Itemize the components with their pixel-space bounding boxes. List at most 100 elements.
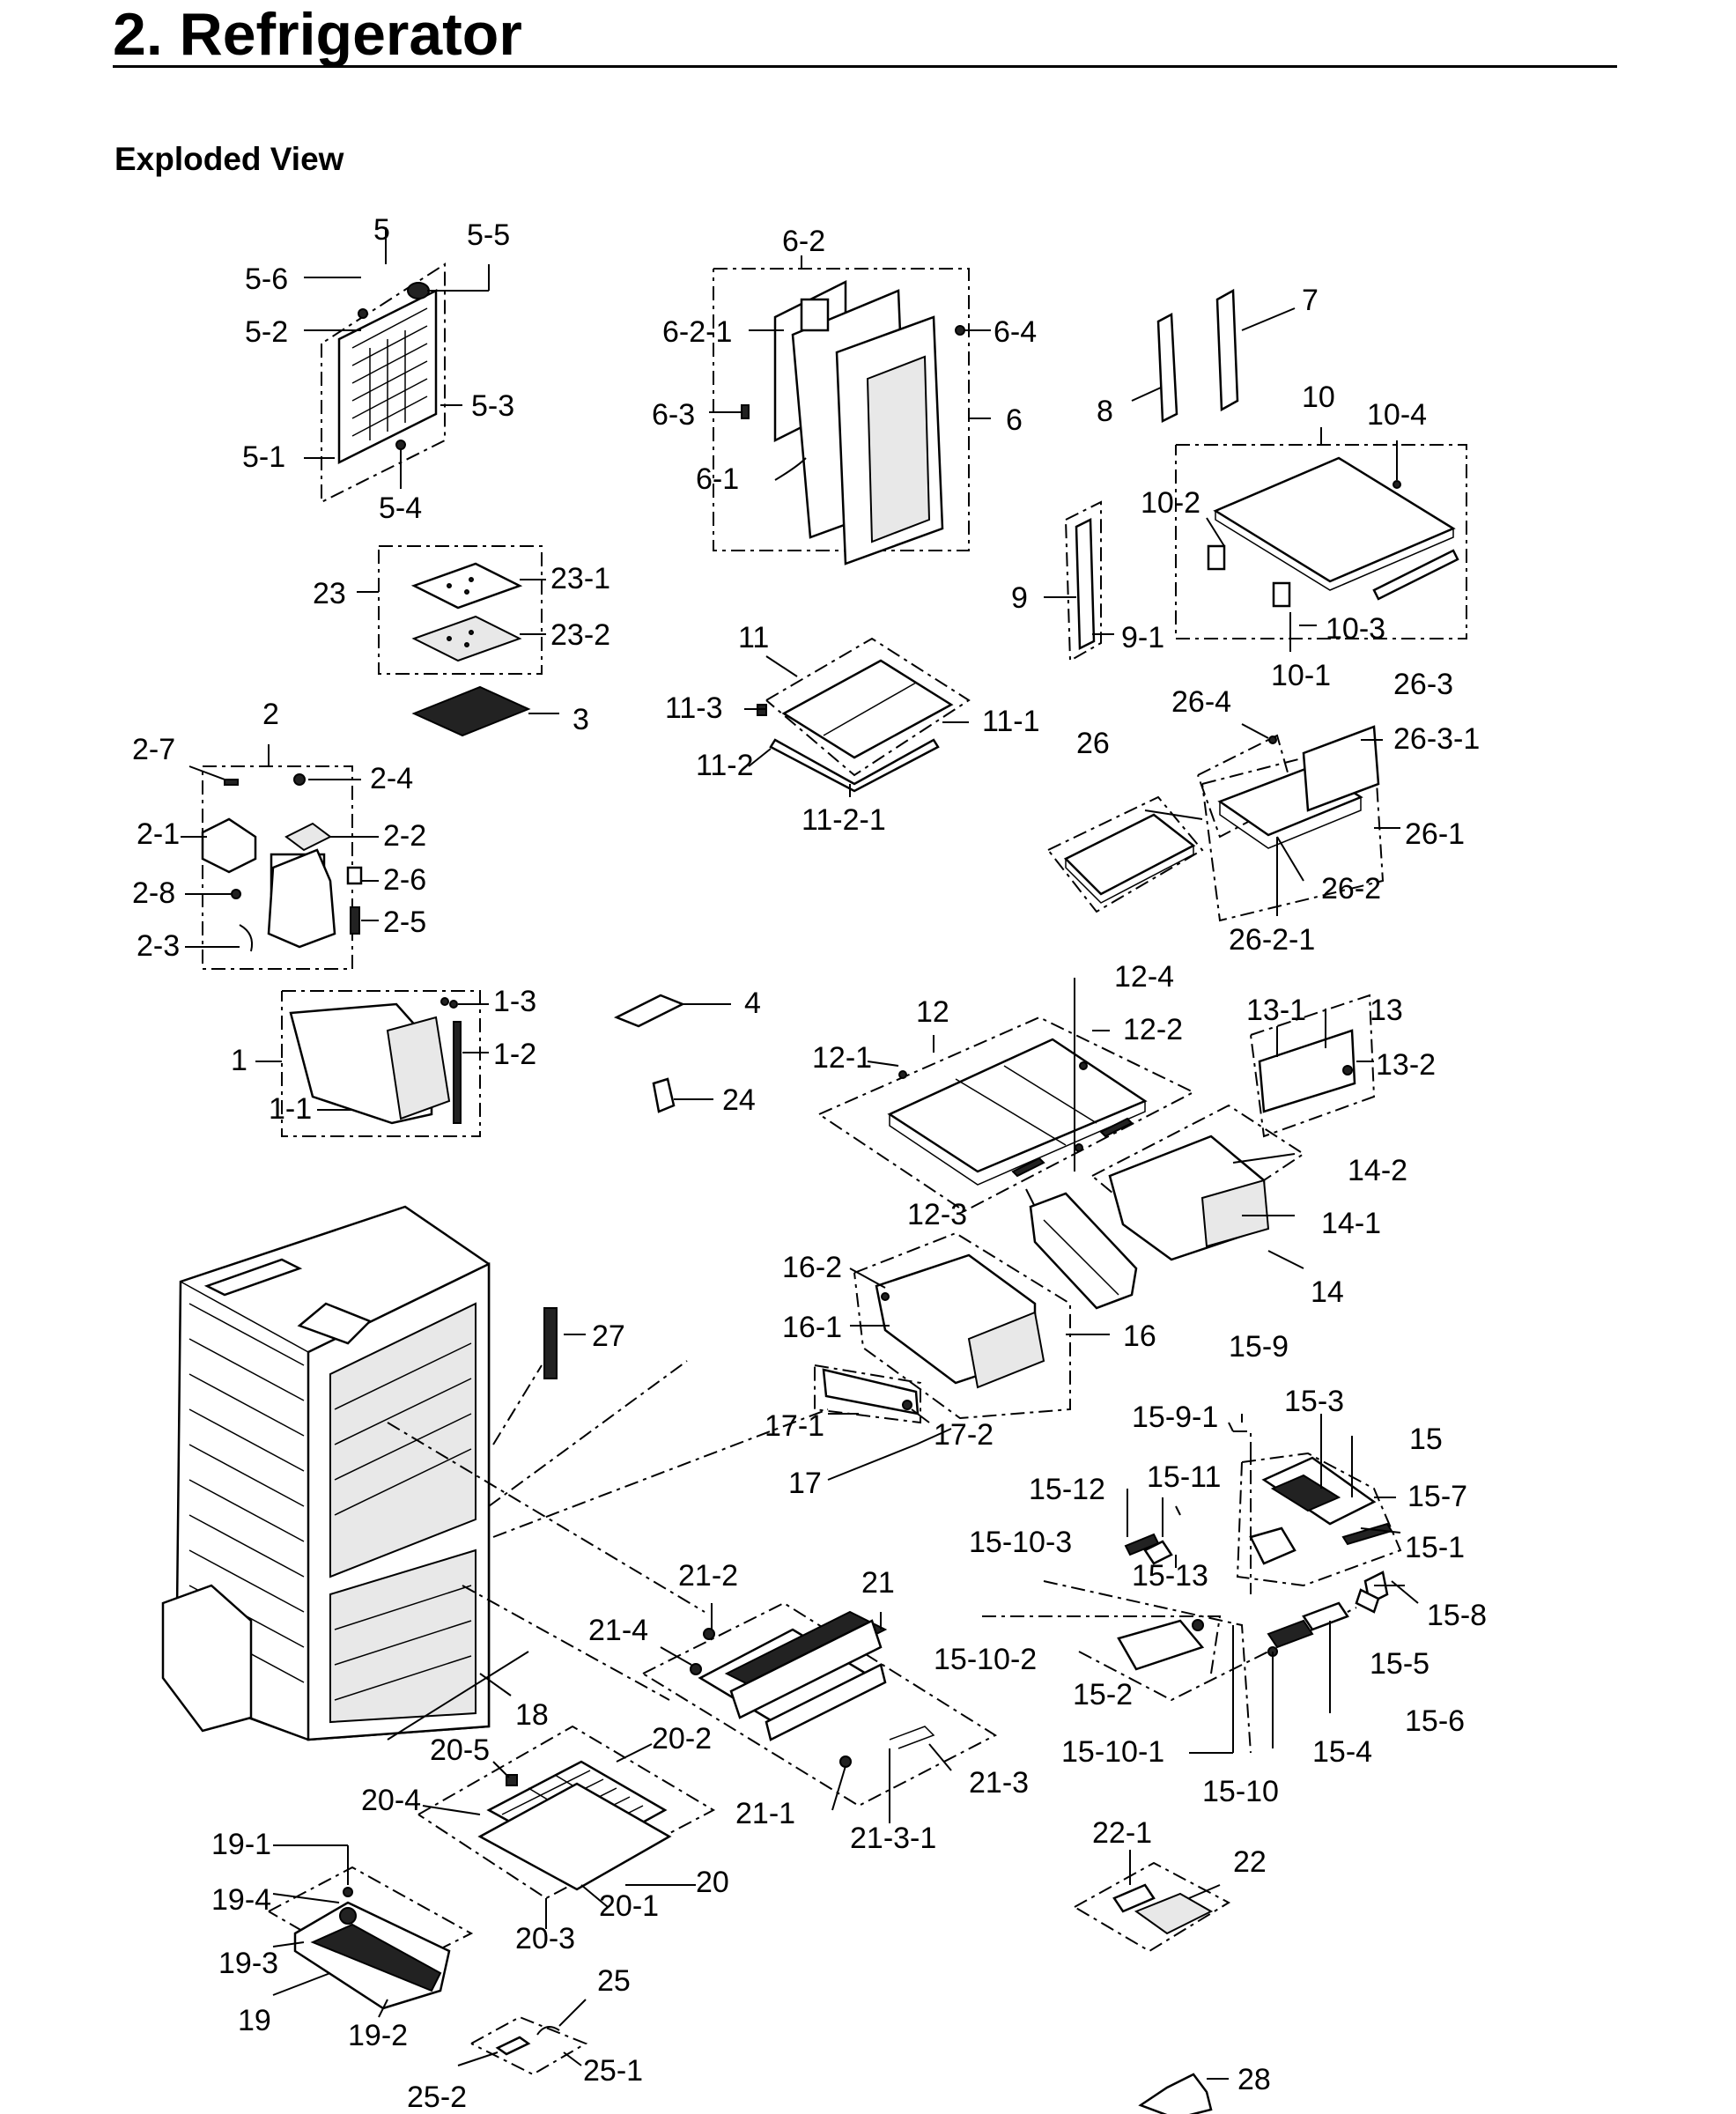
label-14-2: 14-2 [1348,1154,1407,1187]
label-25-2: 25-2 [407,2081,467,2114]
label-1: 1 [231,1044,247,1077]
part-group-19 [268,1844,474,2018]
label-4: 4 [744,987,761,1020]
label-15-7: 15-7 [1407,1480,1467,1513]
part-group-9 [1044,500,1114,662]
label-20-2: 20-2 [652,1722,712,1756]
part-group-6 [709,255,991,565]
label-10-3: 10-3 [1326,612,1385,646]
part-group-10 [1175,427,1467,652]
label-16-2: 16-2 [782,1251,842,1284]
label-24: 24 [722,1083,756,1117]
label-19-1: 19-1 [211,1828,271,1861]
label-15-3: 15-3 [1284,1385,1344,1418]
label-11-2: 11-2 [696,749,754,782]
label-15-9-1: 15-9-1 [1132,1401,1218,1434]
label-23-1: 23-1 [550,562,610,595]
label-17-2: 17-2 [934,1418,994,1452]
part-group-20 [417,1725,716,1929]
label-5-3: 5-3 [471,389,514,423]
label-26-1: 26-1 [1405,817,1465,851]
label-9: 9 [1011,581,1028,615]
label-28: 28 [1237,2063,1271,2096]
label-13-2: 13-2 [1376,1048,1436,1082]
label-12-4: 12-4 [1114,960,1174,994]
label-22-1: 22-1 [1092,1816,1152,1850]
label-21-1: 21-1 [735,1797,795,1830]
part-group-11 [744,637,971,797]
label-2-2: 2-2 [383,819,426,853]
label-5-6: 5-6 [245,262,288,296]
label-10-1: 10-1 [1271,659,1331,692]
label-15-2: 15-2 [1073,1678,1133,1711]
label-2-7: 2-7 [132,733,175,766]
label-19-3: 19-3 [218,1947,278,1980]
label-14: 14 [1311,1275,1344,1309]
label-1-2: 1-2 [493,1038,536,1071]
label-2-5: 2-5 [383,905,426,939]
label-5-2: 5-2 [245,315,288,349]
label-15: 15 [1409,1423,1443,1456]
label-16-1: 16-1 [782,1311,842,1344]
label-11-2-1: 11-2-1 [802,803,886,837]
part-group-16-17 [814,1231,1110,1481]
label-17-1: 17-1 [765,1409,824,1443]
label-12: 12 [916,995,949,1029]
label-10-2: 10-2 [1141,486,1200,520]
label-12-1: 12-1 [812,1041,872,1075]
label-1-1: 1-1 [269,1092,312,1126]
label-6-4: 6-4 [994,315,1037,349]
label-6-2: 6-2 [782,225,825,258]
part-group-1 [255,990,489,1137]
label-11: 11 [738,621,769,654]
label-12-2: 12-2 [1123,1013,1183,1046]
label-25-1: 25-1 [583,2054,643,2088]
label-15-10-1: 15-10-1 [1061,1735,1164,1769]
label-26-3-1: 26-3-1 [1393,722,1480,756]
label-26-3: 26-3 [1393,668,1453,701]
label-21-2: 21-2 [678,1559,738,1593]
label-12-3: 12-3 [907,1198,967,1231]
part-group-23 [357,545,559,737]
label-3: 3 [573,703,589,736]
label-20: 20 [696,1866,729,1899]
label-2-6: 2-6 [383,863,426,897]
label-5: 5 [373,213,390,247]
label-17: 17 [788,1467,822,1500]
part-group-15 [982,1414,1419,1754]
label-13: 13 [1370,994,1403,1027]
label-5-4: 5-4 [379,492,422,525]
label-15-10-2: 15-10-2 [934,1643,1037,1676]
part-group-12 [818,978,1196,1225]
label-27: 27 [592,1319,625,1353]
label-6-2-1: 6-2-1 [662,315,732,349]
part-27 [543,1307,586,1379]
label-2: 2 [262,698,279,731]
label-15-1: 15-1 [1405,1531,1465,1564]
part-group-22 [1074,1850,1231,1953]
label-2-3: 2-3 [137,929,180,963]
label-19-2: 19-2 [348,2019,408,2052]
label-2-8: 2-8 [132,876,175,910]
label-15-8: 15-8 [1427,1599,1487,1632]
label-25: 25 [597,1964,631,1998]
label-21-3-1: 21-3-1 [850,1822,936,1855]
part-7-8 [1131,288,1296,423]
label-13-1: 13-1 [1246,994,1306,1027]
label-22: 22 [1233,1845,1267,1879]
part-28 [1138,2073,1229,2114]
label-11-1: 11-1 [982,705,1040,738]
label-1-3: 1-3 [493,985,536,1018]
label-6-1: 6-1 [696,462,739,496]
label-15-10: 15-10 [1202,1775,1279,1808]
label-14-1: 14-1 [1321,1207,1381,1240]
label-16: 16 [1123,1319,1156,1353]
label-5-1: 5-1 [242,440,285,474]
label-26: 26 [1076,727,1110,760]
label-26-2-1: 26-2-1 [1229,923,1315,957]
label-10-4: 10-4 [1367,398,1427,432]
cabinet-18 [161,1205,829,1741]
label-15-9: 15-9 [1229,1330,1289,1364]
callout-labels: 5 5-5 5-6 5-2 5-3 5-1 5-4 6-2 6-2-1 6-4 … [132,213,1487,2114]
